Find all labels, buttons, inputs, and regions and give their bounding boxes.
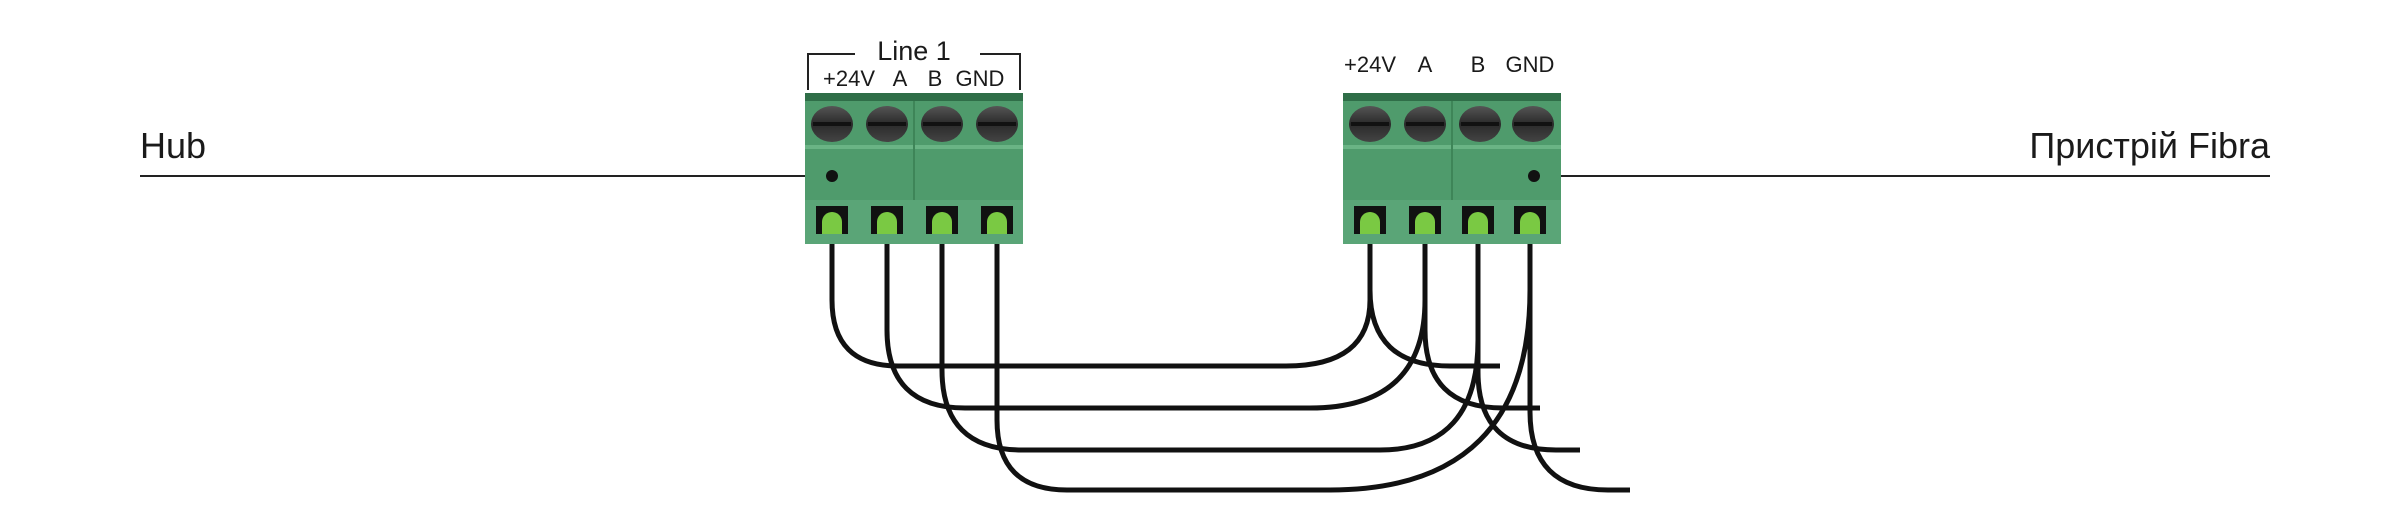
wires <box>829 230 1533 493</box>
right-terminal-block <box>1343 93 1561 244</box>
right-pin-label-a: A <box>1418 52 1433 77</box>
wire-b-link <box>939 230 1481 453</box>
wire-b-out <box>1475 230 1580 453</box>
right-pin-label-24v: +24V <box>1344 52 1396 77</box>
wire-24v-out <box>1367 230 1500 369</box>
right-pin-label-b: B <box>1471 52 1486 77</box>
wire-gnd-out <box>1527 230 1630 493</box>
outgoing-wires <box>1367 230 2220 493</box>
right-screws <box>1349 106 1554 142</box>
left-pin-label-b: B <box>928 66 943 91</box>
line-bracket-label: Line 1 <box>877 36 951 66</box>
left-wire-sockets <box>816 206 1013 234</box>
line-bracket: Line 1 <box>807 36 1021 90</box>
left-pin-label-24v: +24V <box>823 66 875 91</box>
left-pin-labels: +24V A B GND <box>823 66 1004 91</box>
right-pin-label-gnd: GND <box>1506 52 1555 77</box>
right-pin-labels: +24V A B GND <box>1344 52 1554 77</box>
wire-24v-link <box>829 230 1373 369</box>
left-terminal-block <box>805 93 1023 244</box>
hub-label: Hub <box>140 125 206 166</box>
wire-a-out <box>1422 230 1540 411</box>
left-pin-label-a: A <box>893 66 908 91</box>
left-pin-label-gnd: GND <box>956 66 1005 91</box>
left-screws <box>811 106 1018 142</box>
wire-gnd-link <box>994 230 1533 493</box>
right-wire-sockets <box>1354 206 1546 234</box>
wire-a-link <box>884 230 1428 411</box>
fibra-device-label: Пристрій Fibra <box>2029 125 2271 166</box>
